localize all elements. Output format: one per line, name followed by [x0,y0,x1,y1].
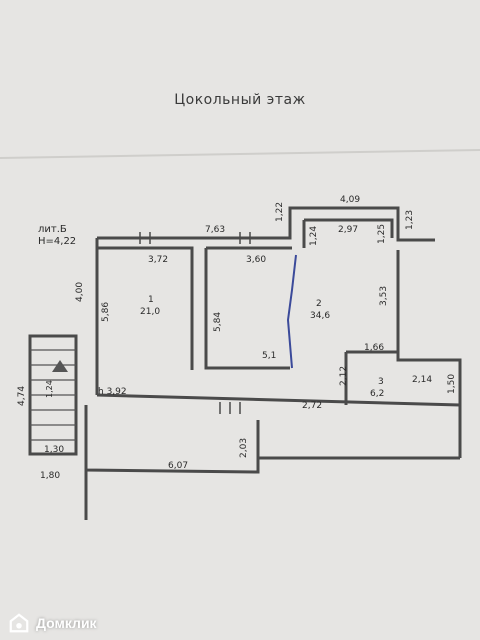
walls [28,206,462,520]
dim-51: 5,1 [262,351,276,361]
dim-124: 1,24 [309,226,319,246]
room2-number: 2 [316,299,322,309]
height-label: H=4,22 [38,236,76,247]
dim-360: 3,60 [246,255,266,265]
dim-400: 4,00 [75,282,85,302]
stair-arrow-icon [52,360,68,372]
dim-214: 2,14 [412,375,432,385]
partition-line [286,254,297,369]
dim-409: 4,09 [340,195,360,205]
dim-150: 1,50 [447,374,457,394]
room1-walls [97,246,194,370]
room1-area: 21,0 [140,307,160,317]
room2-area: 34,6 [310,311,330,321]
outer-wall-top [97,206,400,240]
stair-treads [30,349,76,441]
dim-372: 3,72 [148,255,168,265]
dim-763: 7,63 [205,225,225,235]
watermark-text: Домклик [36,615,97,631]
inner-wall-horizontal [96,393,461,407]
dim-180: 1,80 [40,471,60,481]
dim-124b: 1,24 [45,380,54,398]
dim-297: 2,97 [338,225,358,235]
domclick-logo-icon [9,613,29,633]
lower-bottom-wall [256,456,460,472]
dim-123: 1,23 [405,210,415,230]
dim-586: 5,86 [101,302,111,322]
dim-125: 1,25 [377,224,387,244]
window-marks [139,232,251,414]
dim-130: 1,30 [44,445,64,455]
paper-crease [0,149,480,159]
dim-607: 6,07 [168,461,188,471]
lower-room-walls [84,405,260,474]
floor-title: Цокольный этаж [174,92,306,108]
dim-584: 5,84 [213,312,223,332]
dim-166: 1,66 [364,343,384,353]
dim-h392: h 3,92 [98,387,127,397]
dim-474: 4,74 [17,386,27,406]
dim-122: 1,22 [275,202,285,222]
building-label: лит.Б [38,224,67,235]
outer-wall-right-notch [396,226,435,242]
room3-area: 6,2 [370,389,384,399]
domclick-watermark: Домклик [8,612,97,634]
dim-272: 2,72 [302,401,322,411]
dim-203: 2,03 [239,438,249,458]
room2-top-right-wall [304,218,394,238]
outer-wall-right [396,250,462,458]
dim-212: 2,12 [339,366,349,386]
room3-number: 3 [378,377,384,387]
room1-number: 1 [148,295,154,305]
dim-353: 3,53 [379,286,389,306]
room2-left-wall [204,248,290,370]
